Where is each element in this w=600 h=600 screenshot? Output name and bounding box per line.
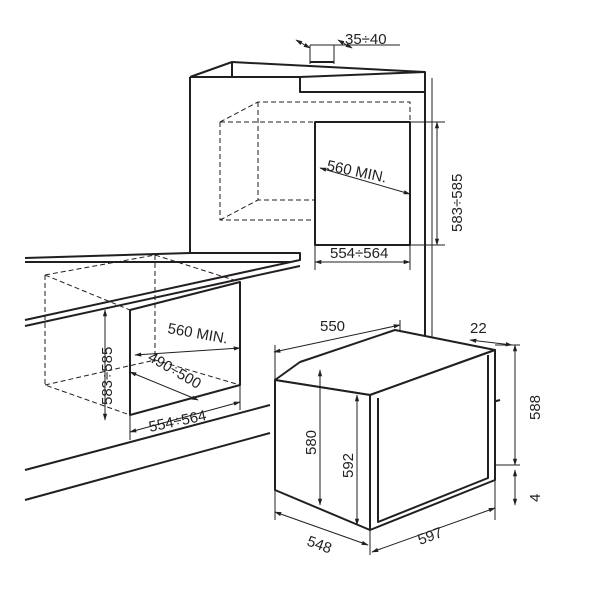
oven — [274, 329, 496, 531]
label-oven-depth: 550 — [320, 318, 345, 335]
label-oven-bottom-offset: 4 — [527, 494, 544, 502]
label-oven-body-width: 548 — [305, 533, 334, 558]
label-oven-total-height: 592 — [340, 453, 357, 478]
label-lower-depth-min: 560 MIN. — [166, 320, 229, 347]
label-upper-width: 554÷564 — [330, 245, 388, 262]
label-oven-front-height: 588 — [527, 395, 544, 420]
label-upper-depth-min: 560 MIN. — [325, 157, 388, 186]
countertop — [24, 252, 301, 327]
label-lower-depth: 490÷500 — [145, 349, 204, 393]
label-oven-body-height: 580 — [303, 430, 320, 455]
label-lower-width: 554÷564 — [147, 407, 208, 436]
dimension-lines — [102, 39, 520, 555]
lower-niche — [44, 254, 241, 440]
tall-cabinet — [189, 61, 433, 420]
label-lower-height: 583÷585 — [99, 347, 116, 405]
label-upper-gap: 35÷40 — [345, 31, 387, 48]
label-upper-height: 583÷585 — [449, 174, 466, 232]
label-oven-front-thickness: 22 — [470, 320, 487, 337]
